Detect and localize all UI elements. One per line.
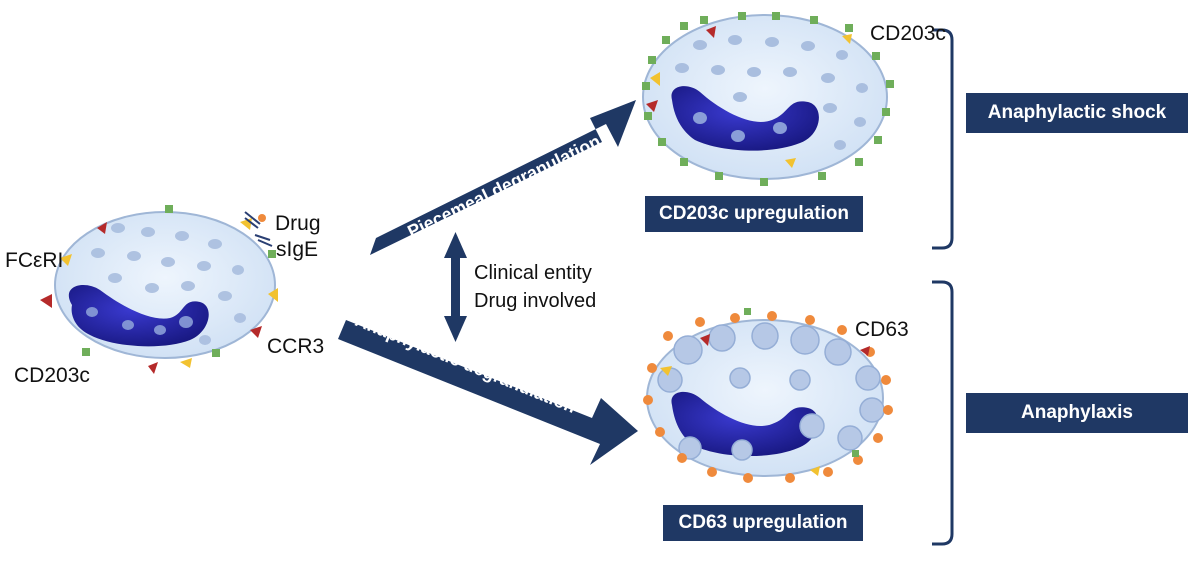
sige-label: sIgE (276, 238, 319, 261)
nucleus (68, 285, 209, 347)
cd63-markers (643, 311, 893, 483)
top-bracket (932, 28, 954, 250)
piecemeal-arrow (370, 100, 636, 255)
anaphylaxis-box: Anaphylaxis (966, 393, 1188, 433)
anaphylactic-arrow (338, 320, 638, 465)
sige-drug-icon (244, 211, 273, 247)
piecemeal-basophil (642, 12, 894, 186)
cd203c-receptors (642, 12, 894, 186)
anaphylactic-shock-box: Anaphylactic shock (966, 93, 1188, 133)
double-arrow (444, 232, 467, 342)
cd203c-top-label: CD203c (870, 22, 946, 45)
other-receptors (660, 308, 870, 476)
cd63-label: CD63 (855, 318, 909, 341)
granules (675, 35, 868, 150)
nucleus (671, 86, 819, 151)
granules (86, 223, 246, 345)
nucleus (671, 391, 819, 457)
clinical-entity-label: Clinical entity (474, 262, 592, 284)
fceri-label: FCεRI (5, 249, 64, 272)
drug-label: Drug (275, 212, 321, 235)
cd203c-upregulation-box: CD203c upregulation (645, 196, 863, 232)
resting-basophil (40, 205, 278, 374)
cd63-upregulation-box: CD63 upregulation (663, 505, 863, 541)
other-receptors (646, 26, 852, 168)
bottom-bracket (932, 280, 954, 546)
ccr3-label: CCR3 (267, 335, 325, 358)
anaphylactic-basophil (643, 308, 893, 483)
drug-involved-label: Drug involved (474, 290, 597, 312)
cd203c-left-label: CD203c (14, 364, 90, 387)
